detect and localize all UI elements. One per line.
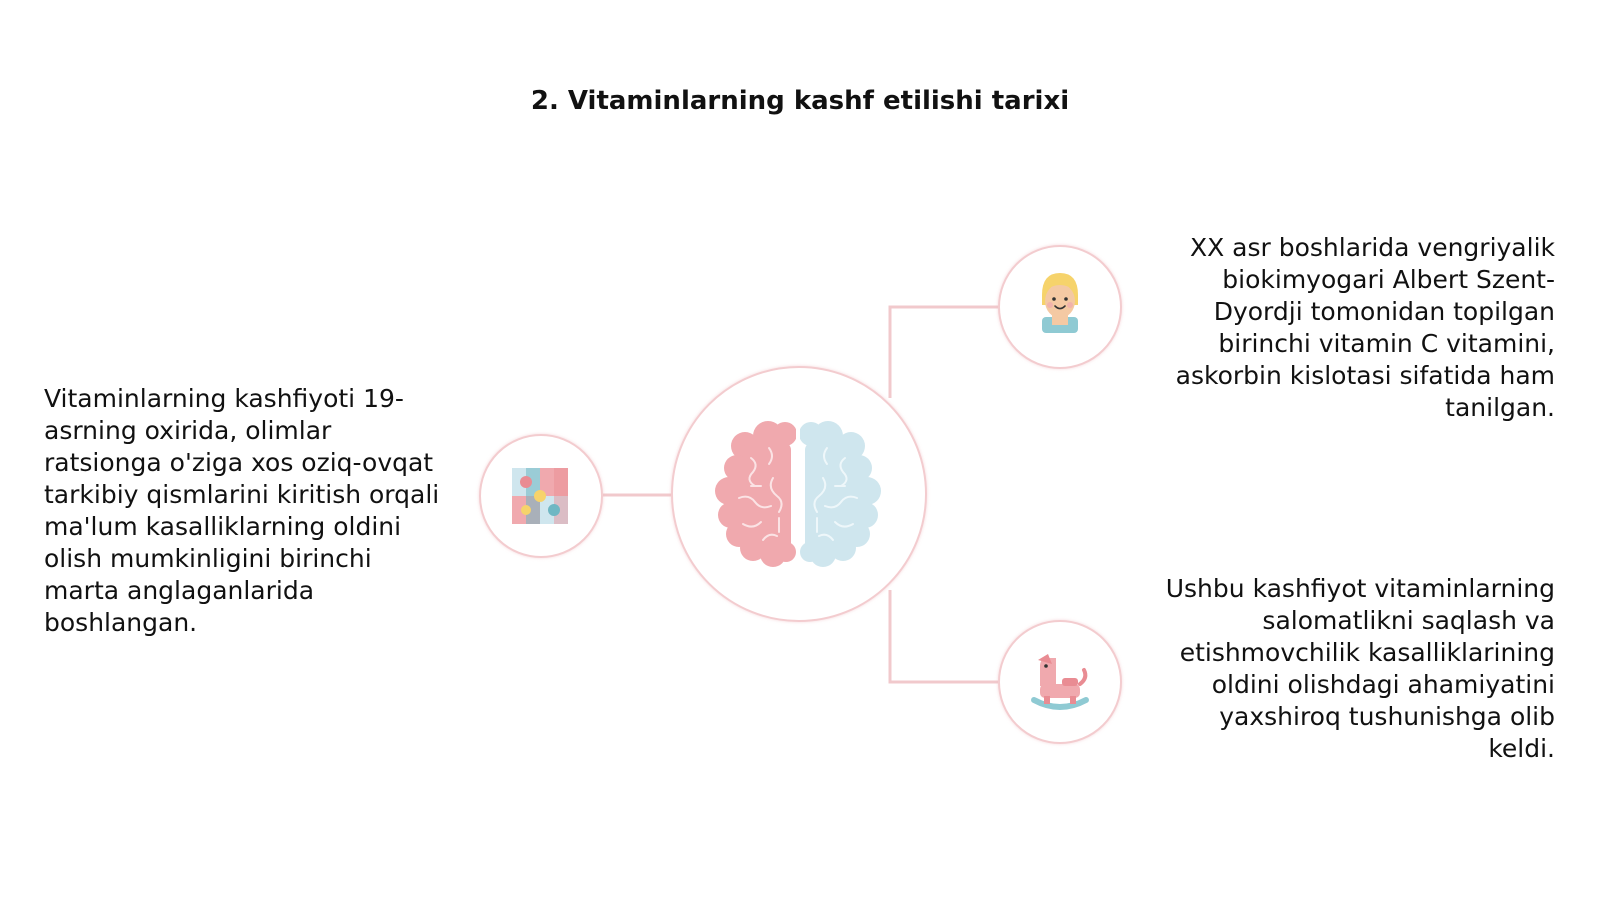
puzzle-icon xyxy=(512,468,568,524)
top-right-node-text: XX asr boshlarida vengriyalik biokimyoga… xyxy=(1175,233,1555,422)
connector-bottom-right xyxy=(888,590,998,684)
bottom-right-node-text: Ushbu kashfiyot vitaminlarning salomatli… xyxy=(1165,574,1555,763)
child-face-icon xyxy=(1042,273,1078,333)
left-node-text: Vitaminlarning kashfiyoti 19-asrning oxi… xyxy=(44,384,440,637)
brain-icon xyxy=(715,421,881,567)
center-node xyxy=(671,366,927,622)
rocking-horse-icon xyxy=(1031,654,1089,710)
slide-title: 2. Vitaminlarning kashf etilishi tarixi xyxy=(530,86,1070,116)
top-right-node xyxy=(998,245,1122,369)
bottom-right-node xyxy=(998,620,1122,744)
connector-top-right xyxy=(888,305,998,398)
left-node xyxy=(479,434,603,558)
